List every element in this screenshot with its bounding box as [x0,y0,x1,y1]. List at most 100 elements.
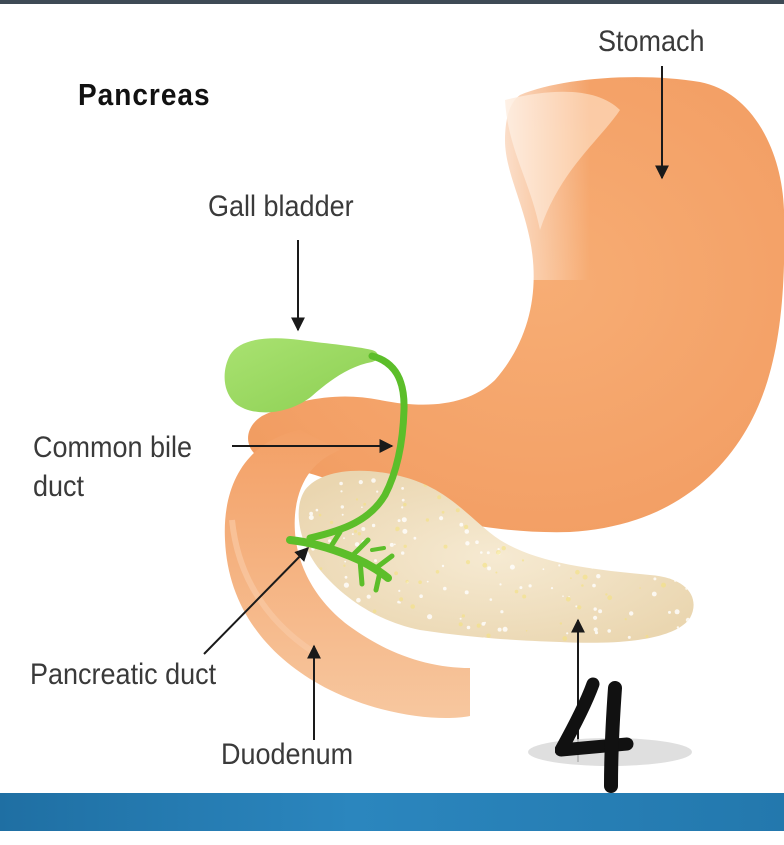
pancreas-speckle [363,502,367,506]
pancreas-speckle [496,550,501,555]
pancreas-speckle [482,562,488,568]
pancreas-speckle [668,610,671,614]
pancreas-speckle [637,551,640,554]
pancreas-speckle [590,565,595,569]
pancreas-speckle [310,581,313,584]
common-bile-duct-label: Common bile duct [33,428,192,507]
pancreas-speckle [575,605,578,608]
pancreas-speckle [675,630,681,636]
pancreas-speckle [593,615,598,620]
pancreas-speckle [464,529,470,534]
pancreas-speckle [371,523,376,528]
pancreas-speckle [661,582,666,588]
pancreas-speckle [465,560,471,565]
pancreas-speckle [558,564,561,567]
pancreas-speckle [627,635,631,639]
pancreas-speckle [685,587,688,590]
pancreas-speckle [602,536,606,540]
pancreas-speckle [402,528,408,534]
pancreas-speckle [343,564,346,567]
pancreas-speckle [361,527,366,531]
pancreas-speckle [389,542,394,547]
pancreas-speckle [588,533,594,539]
pancreas-speckle [397,519,401,523]
pancreas-speckle [645,634,649,638]
pancreas-speckle [486,633,491,638]
pancreas-speckle [441,564,445,568]
pancreas-speckle [550,587,554,590]
pancreas-speckle [607,595,613,601]
pancreas-speckle [374,559,377,563]
bottom-banner [0,793,784,831]
pancreas-speckle [343,537,345,540]
pancreas-speckle [394,571,398,576]
pancreas-speckle [395,528,399,532]
pancreas-speckle [528,584,532,588]
pancreas-speckle [329,520,334,525]
pancreas-speckle [398,589,401,593]
gall-bladder-shape [224,338,378,413]
pancreas-speckle [441,510,445,514]
pancreas-speckle [608,642,611,643]
pancreas-speckle [676,626,680,629]
pancreas-speckle [629,611,634,616]
pancreas-speckle [465,541,470,546]
pancreas-speckle [361,506,363,509]
pancreas-speckle [527,533,533,539]
pancreas-speckle [624,618,627,621]
pancreas-speckle [308,558,312,563]
pancreas-speckle [575,569,580,575]
pancreas-speckle [376,490,379,493]
pancreas-speckle [514,589,519,594]
pancreas-speckle [668,527,674,533]
pancreas-speckle [559,622,563,625]
pancreas-speckle [592,583,596,588]
pancreas-speckle [600,560,603,563]
pancreas-speckle [464,590,469,595]
pancreas-speckle [319,567,323,570]
pancreas-speckle [351,533,354,536]
pancreas-speckle [581,584,584,587]
pancreatic-duct-shape [286,529,395,593]
pancreas-speckle [308,515,314,520]
pancreas-speckle [339,481,343,486]
pancreas-speckle [639,587,641,589]
pancreas-speckle [593,607,597,611]
pancreas-speckle [418,580,422,584]
diagram-title: Pancreas [78,77,211,112]
pancreas-speckle [487,566,492,571]
pancreas-speckle [401,487,404,490]
pancreas-speckle [405,579,409,584]
pancreas-speckle [439,516,444,521]
pancreas-speckle [401,506,404,509]
pancreas-speckle [344,575,348,579]
top-border [0,0,784,4]
pancreas-speckle [356,597,361,603]
pancreas-speckle [522,594,527,599]
common-bile-duct-label-line1: Common bile [33,431,193,464]
pancreas-speckle [607,629,611,633]
pancreas-speckle [393,543,396,546]
pancreas-speckle [519,586,523,590]
pancreas-speckle [484,621,486,624]
handwritten-number-4 [555,677,634,793]
pancreatic-duct-pointer-arrow [203,547,309,655]
pancreas-speckle [671,532,675,536]
pancreas-speckle [458,622,463,627]
pancreas-speckle [562,595,564,597]
pancreas-speckle [459,522,464,527]
pancreas-speckle [651,591,657,597]
pancreas-speckle [683,556,689,562]
pancreas-speckle [598,609,603,614]
pancreas-speckle [644,556,648,559]
pancreas-speckle [502,626,508,632]
common-bile-duct-shape [306,352,408,542]
gall-bladder-label: Gall bladder [208,189,354,223]
stomach-shape [248,60,784,533]
pancreas-speckle [654,566,657,569]
pancreas-speckle [674,609,680,615]
pancreas-speckle [489,598,493,601]
pancreas-speckle [401,517,407,523]
pancreas-speckle [577,605,582,610]
pancreas-speckle [673,564,676,566]
